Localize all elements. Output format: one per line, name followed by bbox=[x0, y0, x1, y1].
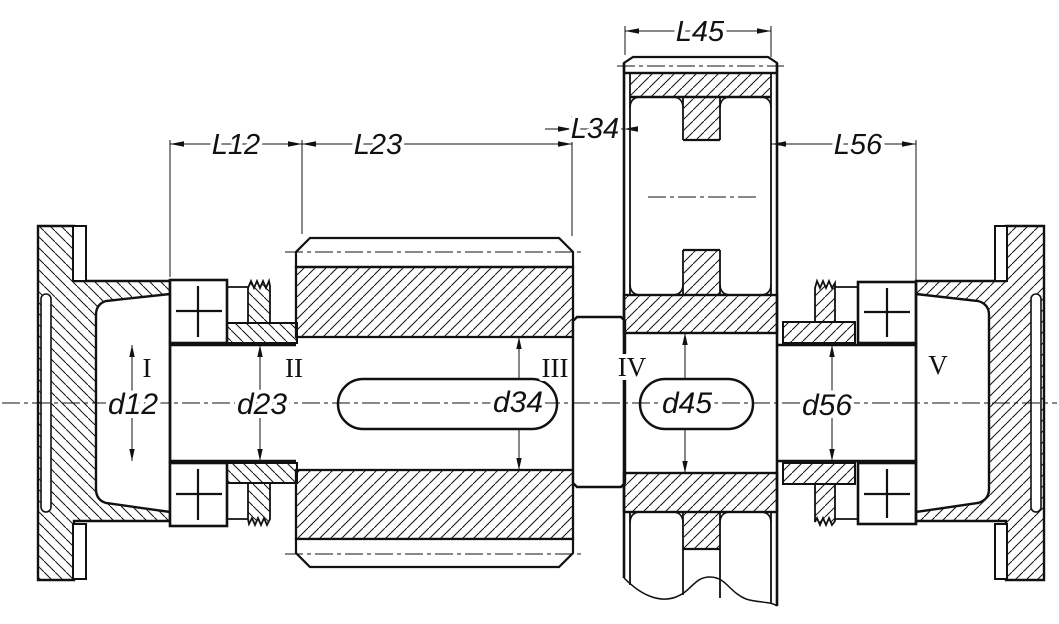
section-label-IV: IV bbox=[618, 352, 647, 382]
right-locknut-assembly bbox=[782, 278, 858, 528]
keyway-gear1 bbox=[336, 377, 559, 431]
gear2-web-sides bbox=[682, 97, 721, 598]
gear2-break-line bbox=[623, 576, 778, 607]
right-locknut-bottom bbox=[814, 483, 836, 528]
length-label-L12: L12 bbox=[212, 129, 260, 161]
left-coupling bbox=[36, 224, 172, 582]
gear-1 bbox=[294, 236, 575, 569]
diameter-dimension-arrows bbox=[129, 333, 835, 473]
diameter-label-d45: d45 bbox=[662, 387, 712, 420]
gear2-hub-bottom bbox=[622, 471, 779, 514]
section-label-II: II bbox=[285, 353, 303, 383]
length-label-L34: L34 bbox=[571, 113, 619, 145]
right-locknut-step-lines bbox=[835, 286, 858, 520]
left-locknut-bottom bbox=[247, 482, 271, 528]
diameter-label-d34: d34 bbox=[493, 386, 543, 419]
gear-2 bbox=[622, 55, 779, 607]
right-spacer-top bbox=[782, 321, 856, 344]
length-label-L56: L56 bbox=[834, 129, 883, 161]
left-locknut-assembly bbox=[226, 277, 298, 528]
left-locknut-top bbox=[247, 277, 271, 324]
left-bearing bbox=[168, 278, 229, 528]
left-coupling-rim-bottom bbox=[72, 523, 87, 580]
keyway-gear2 bbox=[638, 377, 755, 431]
right-coupling-rim-top bbox=[994, 225, 1008, 282]
diameter-label-d56: d56 bbox=[802, 389, 852, 422]
right-spacer-bottom bbox=[782, 462, 856, 485]
left-bearing-cross-icon bbox=[176, 286, 222, 520]
left-coupling-rim-top bbox=[72, 225, 87, 282]
diameter-label-d12: d12 bbox=[108, 388, 158, 421]
gear2-web-lower bbox=[684, 512, 720, 549]
right-bearing-cross-icon bbox=[864, 288, 910, 518]
shaft-segment-d56 bbox=[777, 343, 916, 463]
gear2-hub-top bbox=[622, 293, 779, 335]
gear1-rim-top bbox=[294, 265, 575, 339]
diameter-label-d23: d23 bbox=[237, 388, 287, 421]
gear2-web-mid bbox=[684, 250, 720, 295]
section-label-V: V bbox=[928, 350, 948, 380]
gear2-side-strips bbox=[629, 73, 772, 604]
centerlines bbox=[2, 65, 1057, 555]
left-locknut-step-lines bbox=[227, 286, 248, 520]
gear2-web-upper bbox=[684, 97, 720, 140]
section-label-III: III bbox=[542, 353, 569, 383]
gear2-hole-edges bbox=[683, 138, 720, 551]
gear2-teeth-top bbox=[622, 55, 779, 75]
length-dimension-arrows bbox=[170, 28, 916, 147]
gear1-teeth-bottom bbox=[294, 537, 575, 569]
gear2-rim-hatch bbox=[630, 74, 771, 97]
right-coupling-rim-bottom bbox=[994, 523, 1008, 580]
section-label-I: I bbox=[143, 353, 152, 383]
gear2-fillets bbox=[629, 96, 772, 524]
right-coupling bbox=[914, 224, 1046, 582]
shaft-collar bbox=[571, 315, 627, 489]
gear1-rim-bottom bbox=[294, 468, 575, 541]
shaft-segment-d23 bbox=[170, 343, 296, 463]
right-locknut-top bbox=[814, 278, 836, 323]
left-spacer-top bbox=[226, 322, 298, 344]
right-bearing bbox=[856, 280, 918, 526]
length-label-L23: L23 bbox=[354, 129, 402, 161]
left-spacer-bottom bbox=[226, 462, 298, 484]
labels: L12 L23 L34 L45 L56 d12 d23 d34 d45 d56 … bbox=[104, 12, 952, 426]
length-label-L45: L45 bbox=[676, 16, 725, 48]
